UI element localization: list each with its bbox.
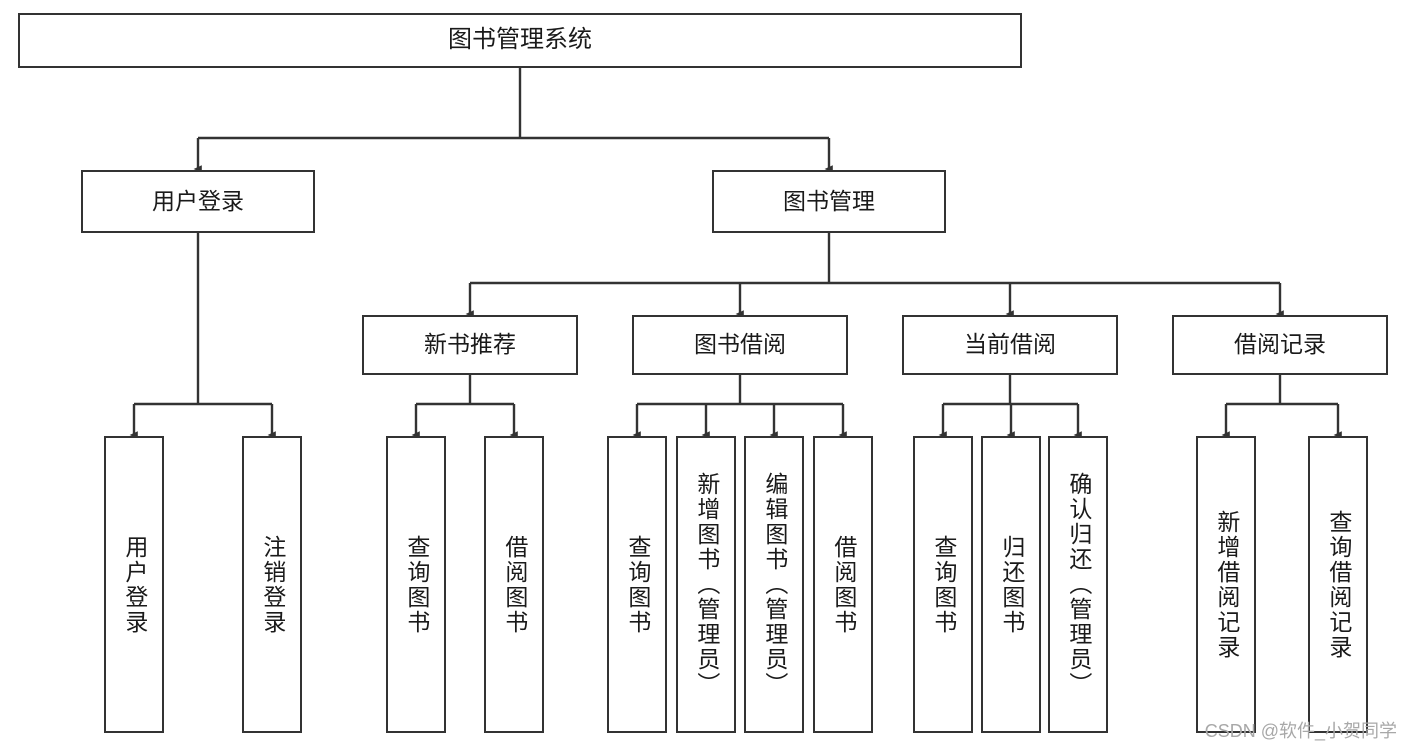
- node-l_re_query[interactable]: 查询借阅记录: [1308, 436, 1368, 733]
- node-label: 新增借阅记录: [1213, 509, 1240, 660]
- node-l_bo_add[interactable]: 新增图书（管理员）: [676, 436, 736, 733]
- node-label: 查询图书: [930, 534, 957, 635]
- node-label: 查询图书: [624, 534, 651, 635]
- node-label: 归还图书: [998, 534, 1025, 635]
- node-label: 当前借阅: [964, 331, 1056, 358]
- node-label: 用户登录: [152, 187, 244, 214]
- node-label: 借阅图书: [501, 534, 528, 635]
- watermark-label: CSDN @软件_小贺同学: [1204, 721, 1397, 741]
- node-l_cu_query[interactable]: 查询图书: [913, 436, 973, 733]
- node-l_nb_borrow[interactable]: 借阅图书: [484, 436, 544, 733]
- node-l_bo_borrow[interactable]: 借阅图书: [813, 436, 873, 733]
- node-l_login[interactable]: 用户登录: [104, 436, 164, 733]
- node-l_nb_query[interactable]: 查询图书: [386, 436, 446, 733]
- node-borrow[interactable]: 图书借阅: [632, 315, 848, 375]
- node-l_cu_return[interactable]: 归还图书: [981, 436, 1041, 733]
- node-root[interactable]: 图书管理系统: [18, 13, 1022, 68]
- node-label: 图书管理: [783, 187, 875, 214]
- node-l_logout[interactable]: 注销登录: [242, 436, 302, 733]
- node-label: 借阅记录: [1234, 331, 1326, 358]
- node-l_bo_query[interactable]: 查询图书: [607, 436, 667, 733]
- node-label: 借阅图书: [830, 534, 857, 635]
- node-label: 查询图书: [403, 534, 430, 635]
- node-label: 新增图书（管理员）: [693, 472, 720, 697]
- node-label: 图书借阅: [694, 331, 786, 358]
- node-newbook[interactable]: 新书推荐: [362, 315, 578, 375]
- node-label: 查询借阅记录: [1325, 509, 1352, 660]
- node-bookmgmt[interactable]: 图书管理: [712, 170, 946, 233]
- node-login[interactable]: 用户登录: [81, 170, 315, 233]
- node-label: 编辑图书（管理员）: [761, 472, 788, 697]
- node-l_cu_confirm[interactable]: 确认归还（管理员）: [1048, 436, 1108, 733]
- connector-lines: [129, 68, 1342, 439]
- node-current[interactable]: 当前借阅: [902, 315, 1118, 375]
- node-label: 用户登录: [121, 534, 148, 635]
- node-label: 注销登录: [259, 534, 286, 635]
- node-label: 图书管理系统: [448, 26, 592, 54]
- node-label: 确认归还（管理员）: [1065, 472, 1092, 697]
- node-l_re_add[interactable]: 新增借阅记录: [1196, 436, 1256, 733]
- node-records[interactable]: 借阅记录: [1172, 315, 1388, 375]
- node-l_bo_edit[interactable]: 编辑图书（管理员）: [744, 436, 804, 733]
- node-label: 新书推荐: [424, 331, 516, 358]
